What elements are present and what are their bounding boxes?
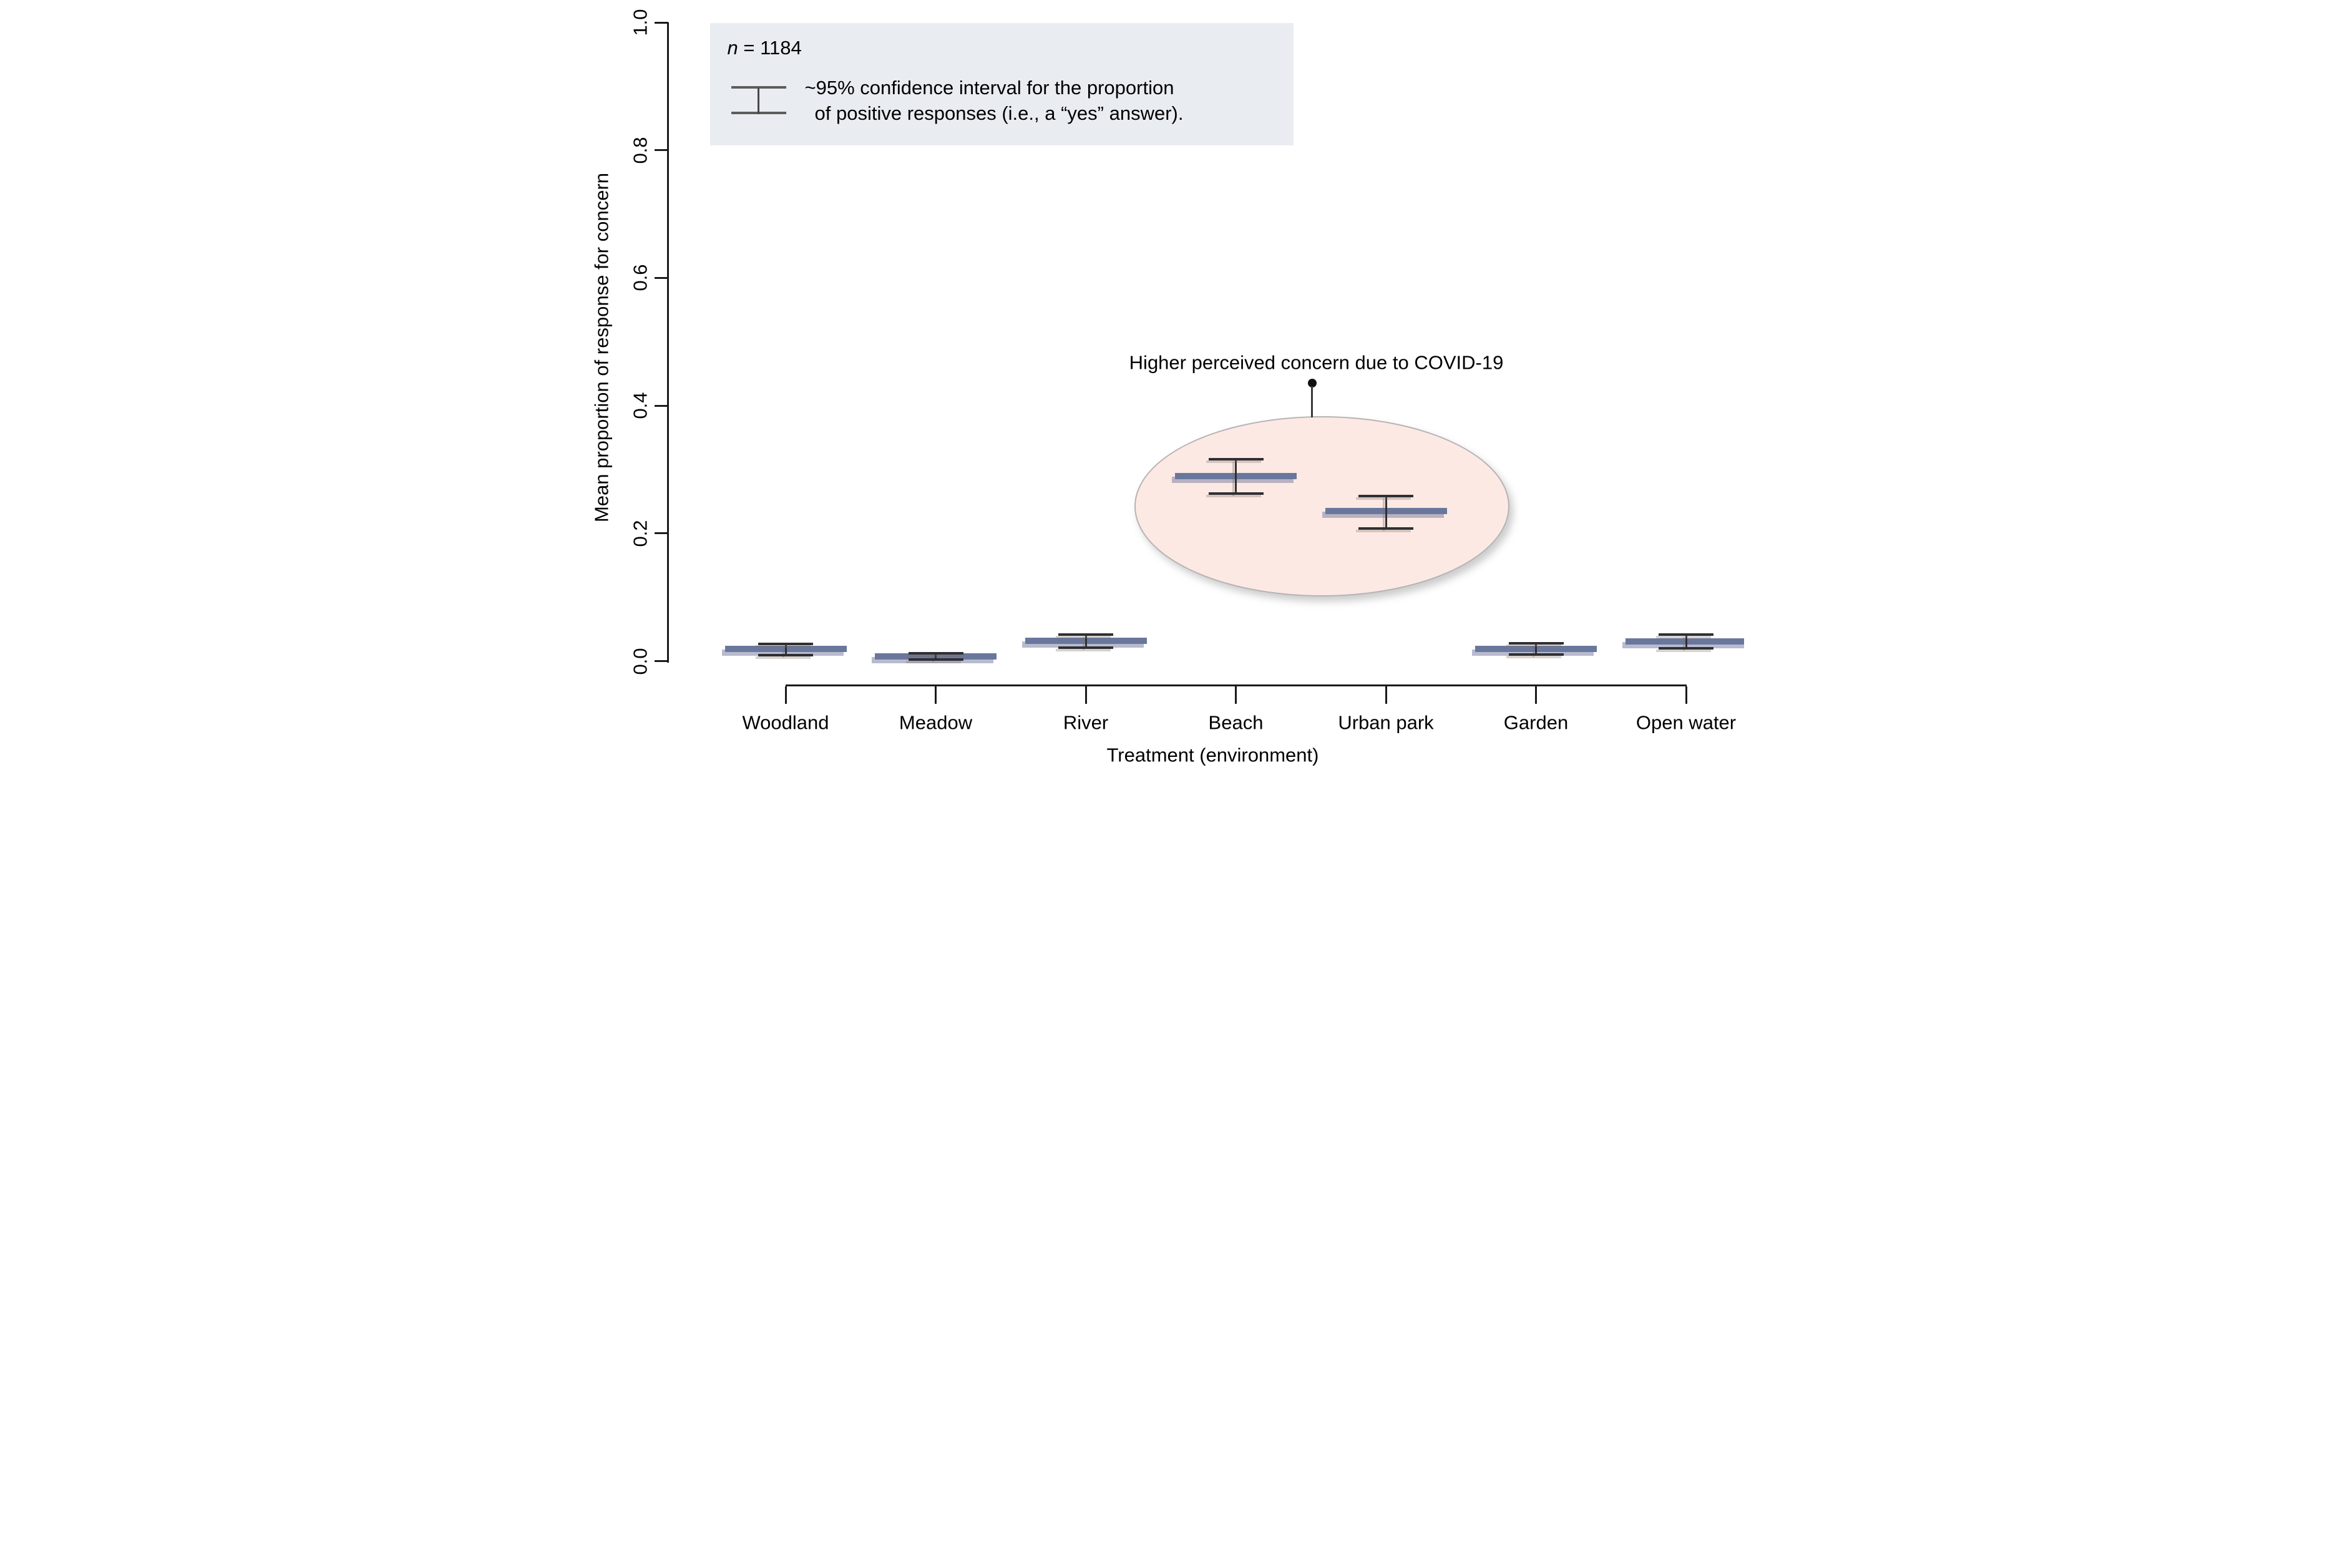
legend-n-symbol: n [727, 37, 738, 59]
whisker-bottom-cap-meadow [908, 658, 963, 661]
legend-ci-text-line1: ~95% confidence interval for the proport… [804, 77, 1174, 99]
whisker-top-cap-woodland [758, 642, 813, 645]
x-tick-label-urban-park-text: Urban park [1338, 711, 1434, 734]
legend-errorbar-top-cap-icon [731, 86, 786, 89]
whisker-top-cap-river [1058, 633, 1113, 636]
annotation-label-text: Higher perceived concern due to COVID-19 [1129, 351, 1504, 374]
whisker-line-meadow [935, 653, 937, 660]
y-tick-1.0 [654, 21, 668, 24]
figure: 0.0 0.2 0.4 0.6 0.8 1.0 Mean proportion of re… [581, 0, 1744, 784]
whisker-bottom-cap-open-water [1659, 647, 1713, 650]
x-tick-meadow [935, 686, 937, 704]
x-tick-label-garden-text: Garden [1503, 711, 1569, 734]
x-tick-beach [1235, 686, 1237, 704]
y-tick-0.8 [654, 149, 668, 152]
x-tick-garden [1535, 686, 1537, 704]
y-axis-line [667, 22, 669, 663]
y-tick-label-1.0-text: 1.0 [628, 9, 651, 36]
y-tick-0.4 [654, 404, 668, 407]
y-tick-label-0.6-text: 0.6 [628, 264, 651, 291]
x-tick-label-river-text: River [1063, 711, 1109, 734]
whisker-bottom-cap-woodland [758, 654, 813, 657]
y-tick-label-0.0-text: 0.0 [628, 647, 651, 675]
legend-ci-text-line2: of positive responses (i.e., a “yes” ans… [814, 102, 1184, 124]
legend-box: n = 1184 ~95% confidence interval for th… [709, 23, 1294, 145]
highlight-ellipse [1134, 416, 1509, 597]
whisker-top-cap-meadow [908, 652, 963, 655]
legend-sample-size: n = 1184 [728, 37, 802, 59]
x-axis-title-text: Treatment (environment) [1106, 744, 1319, 766]
y-tick-0.6 [654, 276, 668, 279]
mean-bar-open-water [1625, 638, 1744, 645]
whisker-top-cap-urban-park [1358, 495, 1413, 498]
whisker-top-cap-open-water [1659, 633, 1713, 636]
annotation-leader-line [1310, 386, 1313, 417]
x-tick-label-beach-text: Beach [1208, 711, 1264, 734]
whisker-top-cap-beach [1208, 458, 1264, 461]
x-tick-open-water [1685, 686, 1687, 704]
whisker-line-beach [1235, 459, 1237, 494]
legend-n-value: = 1184 [738, 37, 802, 59]
whisker-line-urban-park [1385, 496, 1387, 528]
whisker-line-woodland [784, 643, 787, 656]
y-tick-0.0 [654, 660, 668, 662]
whisker-bottom-cap-river [1058, 646, 1113, 649]
whisker-bottom-cap-urban-park [1358, 527, 1413, 530]
x-tick-woodland [784, 686, 787, 704]
x-axis-line [785, 684, 1687, 686]
x-tick-river [1085, 686, 1087, 704]
x-tick-label-meadow-text: Meadow [899, 711, 973, 734]
y-tick-0.2 [654, 532, 668, 535]
legend-errorbar-line-icon [757, 88, 759, 114]
y-axis-title-text: Mean proportion of response for concern [590, 172, 612, 523]
whisker-line-garden [1535, 643, 1537, 655]
annotation-point-icon [1307, 379, 1317, 387]
y-tick-label-0.4-text: 0.4 [628, 392, 651, 419]
whisker-line-river [1085, 634, 1087, 648]
y-tick-label-0.2-text: 0.2 [628, 520, 651, 547]
x-tick-label-open-water-text: Open water [1635, 711, 1737, 734]
whisker-top-cap-garden [1508, 641, 1564, 645]
whisker-bottom-cap-garden [1508, 653, 1564, 656]
x-tick-label-woodland-text: Woodland [742, 711, 829, 734]
whisker-bottom-cap-beach [1208, 492, 1264, 495]
x-tick-urban-park [1385, 686, 1387, 704]
whisker-line-open-water [1685, 634, 1687, 649]
y-tick-label-0.8-text: 0.8 [628, 137, 651, 164]
